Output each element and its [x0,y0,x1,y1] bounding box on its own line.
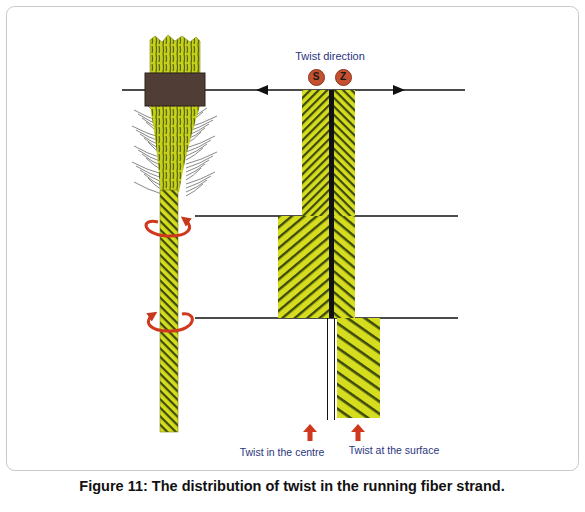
figure-caption: Figure 11: The distribution of twist in … [79,478,504,494]
twist-letter: S [313,72,320,82]
diagram-label: Twist in the centre [240,446,325,458]
diagram-label: Twist at the surface [349,444,439,456]
diagram-label: Twist direction [295,50,365,62]
twist-circle: Z [335,69,352,86]
twist-letter: Z [340,72,346,82]
twist-circle: S [308,69,325,86]
